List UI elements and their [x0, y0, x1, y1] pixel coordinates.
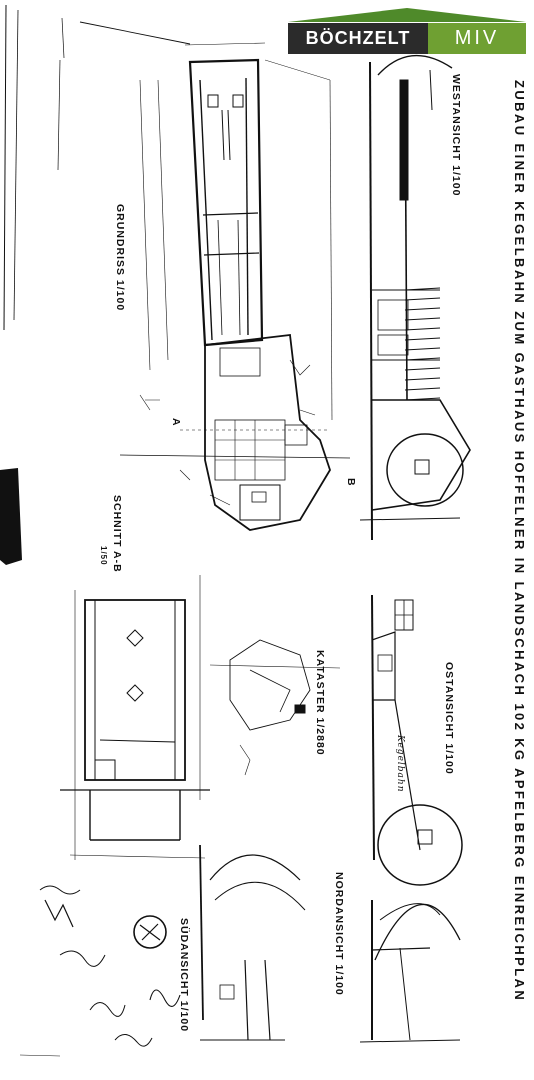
official-seal [133, 915, 167, 949]
schnitt-section [60, 575, 210, 860]
site-boundary-line [13, 9, 19, 321]
schnitt-scale-label: 1/50 [99, 546, 108, 566]
section-mark-a: A [170, 418, 182, 427]
westansicht-elevation [359, 54, 471, 541]
grundriss-label: GRUNDRISS 1/100 [114, 204, 126, 312]
section-mark-b: B [345, 478, 357, 487]
kataster-map [209, 639, 341, 776]
dark-scan-mark [0, 468, 22, 565]
site-boundary-line [3, 4, 7, 331]
ostansicht-label: OSTANSICHT 1/100 [443, 662, 455, 775]
grundriss-plan [119, 42, 351, 531]
suedansicht-elevation [199, 844, 306, 1041]
signature-scribble [39, 885, 81, 895]
section-line [119, 454, 351, 459]
nordansicht-elevation [359, 900, 461, 1043]
logo-text-bochzelt: BÖCHZELT [288, 23, 428, 54]
kataster-label: KATASTER 1/2880 [314, 650, 326, 756]
logo-text-miv: MIV [428, 23, 526, 54]
westansicht-label: WESTANSICHT 1/100 [450, 74, 462, 197]
property-line [79, 21, 191, 45]
company-logo: BÖCHZELT MIV [288, 9, 526, 56]
suedansicht-label: SÜDANSICHT 1/100 [178, 918, 190, 1033]
signature-area [19, 885, 181, 1057]
site-boundary-line [57, 59, 61, 171]
nordansicht-label: NORDANSICHT 1/100 [333, 872, 345, 996]
logo-bar: BÖCHZELT MIV [288, 23, 526, 54]
ostansicht-elevation [371, 594, 463, 886]
schnitt-label: SCHNITT A-B [111, 495, 123, 573]
handwritten-kegelbahn: Kegelbahn [395, 735, 405, 793]
logo-roof [288, 8, 526, 22]
plan-title: ZUBAU EINER KEGELBAHN ZUM GASTHAUS HOFFE… [512, 80, 527, 1003]
